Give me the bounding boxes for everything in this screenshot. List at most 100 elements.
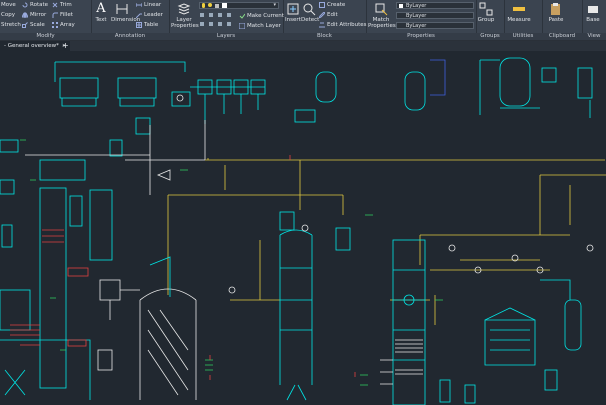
block-panel: Insert Detect Create Edit Edit Attribute… bbox=[283, 0, 367, 40]
rotate-button[interactable]: Rotate bbox=[22, 2, 48, 8]
stretch-label: Stretch bbox=[1, 22, 21, 28]
properties-panel-label[interactable]: Properties bbox=[366, 33, 476, 40]
text-label: Text bbox=[95, 17, 107, 23]
detect-label: Detect bbox=[301, 17, 320, 23]
evaporator-cyan-outline bbox=[149, 256, 171, 297]
text-button[interactable]: A Text bbox=[94, 1, 108, 24]
red-flanges bbox=[209, 155, 356, 380]
right-column-white-detail bbox=[380, 339, 423, 385]
fillet-button[interactable]: Fillet bbox=[52, 12, 73, 18]
group-icon bbox=[479, 2, 493, 16]
edit-block-button[interactable]: Edit bbox=[319, 12, 338, 18]
block-panel-label[interactable]: Block bbox=[283, 33, 366, 40]
scale-label: Scale bbox=[30, 22, 45, 28]
trim-button[interactable]: Trim bbox=[52, 2, 72, 8]
fillet-label: Fillet bbox=[60, 12, 73, 18]
close-icon[interactable]: × bbox=[61, 43, 67, 49]
layer-tools-grid bbox=[199, 12, 239, 32]
layer-properties-label: Layer Properties bbox=[171, 17, 199, 29]
leader-button[interactable]: Leader bbox=[136, 12, 163, 18]
modify-panel-label[interactable]: Modify bbox=[0, 33, 91, 40]
make-current-button[interactable]: Make Current bbox=[239, 13, 284, 19]
edit-attributes-button[interactable]: Edit Attributes bbox=[319, 22, 367, 28]
paste-button[interactable]: Paste bbox=[548, 2, 564, 23]
leader-label: Leader bbox=[144, 12, 163, 18]
array-button[interactable]: Array bbox=[52, 22, 75, 28]
central-column bbox=[279, 227, 351, 401]
dimension-label: Dimension bbox=[111, 17, 141, 23]
base-label: Base bbox=[586, 17, 600, 23]
insert-label: Insert bbox=[285, 17, 301, 23]
annotation-panel-label[interactable]: Annotation bbox=[91, 33, 169, 40]
utilities-panel-label[interactable]: Utilities bbox=[504, 33, 542, 40]
top-middle-blue-line bbox=[430, 59, 446, 96]
measure-button[interactable]: Measure bbox=[507, 2, 531, 23]
evaporator bbox=[97, 279, 197, 400]
group-label: Group bbox=[477, 17, 495, 23]
make-current-icon bbox=[239, 13, 245, 19]
match-layer-button[interactable]: Match Layer bbox=[239, 23, 281, 29]
leader-icon bbox=[136, 13, 142, 18]
match-properties-label: Match Properties bbox=[368, 17, 396, 29]
scale-icon bbox=[22, 22, 28, 28]
tab-general-overview[interactable]: - General overview* × bbox=[0, 41, 71, 51]
layer-tools-icons bbox=[200, 13, 231, 26]
dimension-button[interactable]: Dimension bbox=[111, 2, 140, 23]
chevron-down-icon: ▾ bbox=[273, 2, 276, 8]
mirror-icon bbox=[22, 12, 28, 18]
create-block-button[interactable]: Create bbox=[319, 2, 345, 8]
scale-button[interactable]: Scale bbox=[22, 22, 45, 28]
modify-panel: Move Rotate Trim Copy Mirror Fillet Stre… bbox=[0, 0, 92, 40]
linear-button[interactable]: Linear bbox=[136, 2, 161, 8]
create-block-icon bbox=[319, 2, 325, 8]
annotation-panel: A Text Dimension Linear Leader Table Ann… bbox=[91, 0, 170, 40]
layer-dropdown[interactable]: ▾ bbox=[199, 2, 279, 9]
match-layer-icon bbox=[239, 23, 245, 29]
base-view-icon bbox=[588, 6, 598, 13]
color-swatch bbox=[399, 4, 403, 8]
trim-icon bbox=[52, 2, 58, 8]
layer-color-swatch bbox=[222, 3, 227, 8]
clipboard-panel-label[interactable]: Clipboard bbox=[542, 33, 582, 40]
lineweight-dropdown[interactable]: ByLayer bbox=[396, 22, 474, 29]
insert-button[interactable]: Insert bbox=[285, 2, 301, 23]
stretch-button[interactable]: Stretch bbox=[1, 22, 21, 28]
mirror-label: Mirror bbox=[30, 12, 47, 18]
table-button[interactable]: Table bbox=[136, 22, 158, 28]
detect-button[interactable]: Detect bbox=[301, 2, 320, 23]
left-green-valves bbox=[20, 139, 66, 351]
group-button[interactable]: Group bbox=[477, 2, 495, 23]
linetype-dropdown[interactable]: ByLayer bbox=[396, 12, 474, 19]
top-left-equipment bbox=[54, 61, 266, 157]
ribbon: Move Rotate Trim Copy Mirror Fillet Stre… bbox=[0, 0, 606, 41]
make-current-label: Make Current bbox=[247, 13, 284, 19]
layers-panel-label[interactable]: Layers bbox=[169, 33, 283, 40]
lock-icon bbox=[215, 4, 219, 8]
new-tab-button[interactable]: + bbox=[62, 41, 69, 50]
copy-button[interactable]: Copy bbox=[1, 12, 15, 18]
groups-panel: Group Groups bbox=[476, 0, 505, 40]
top-left-white-lines bbox=[25, 120, 206, 195]
linetype-value: ByLayer bbox=[406, 13, 427, 19]
groups-panel-label[interactable]: Groups bbox=[476, 33, 504, 40]
mirror-button[interactable]: Mirror bbox=[22, 12, 46, 18]
view-panel-label[interactable]: View bbox=[582, 33, 606, 40]
base-button[interactable]: Base bbox=[585, 2, 601, 23]
layer-stack-icon bbox=[177, 3, 191, 15]
ruler-icon bbox=[513, 7, 525, 11]
match-properties-icon bbox=[375, 3, 388, 16]
color-dropdown[interactable]: ByLayer bbox=[396, 2, 474, 9]
move-button[interactable]: Move bbox=[1, 2, 16, 8]
match-properties-button[interactable]: Match Properties bbox=[368, 2, 396, 29]
rotate-label: Rotate bbox=[30, 2, 49, 8]
sun-icon bbox=[208, 3, 212, 7]
instrument-bubbles bbox=[176, 94, 594, 294]
layer-properties-button[interactable]: Layer Properties bbox=[171, 2, 199, 29]
view-panel: Base View bbox=[582, 0, 606, 40]
array-icon bbox=[52, 22, 58, 28]
valve-markers bbox=[180, 169, 443, 386]
text-icon: A bbox=[96, 1, 106, 16]
table-label: Table bbox=[144, 22, 159, 28]
copy-label: Copy bbox=[1, 12, 15, 18]
drawing-canvas[interactable] bbox=[0, 51, 606, 405]
